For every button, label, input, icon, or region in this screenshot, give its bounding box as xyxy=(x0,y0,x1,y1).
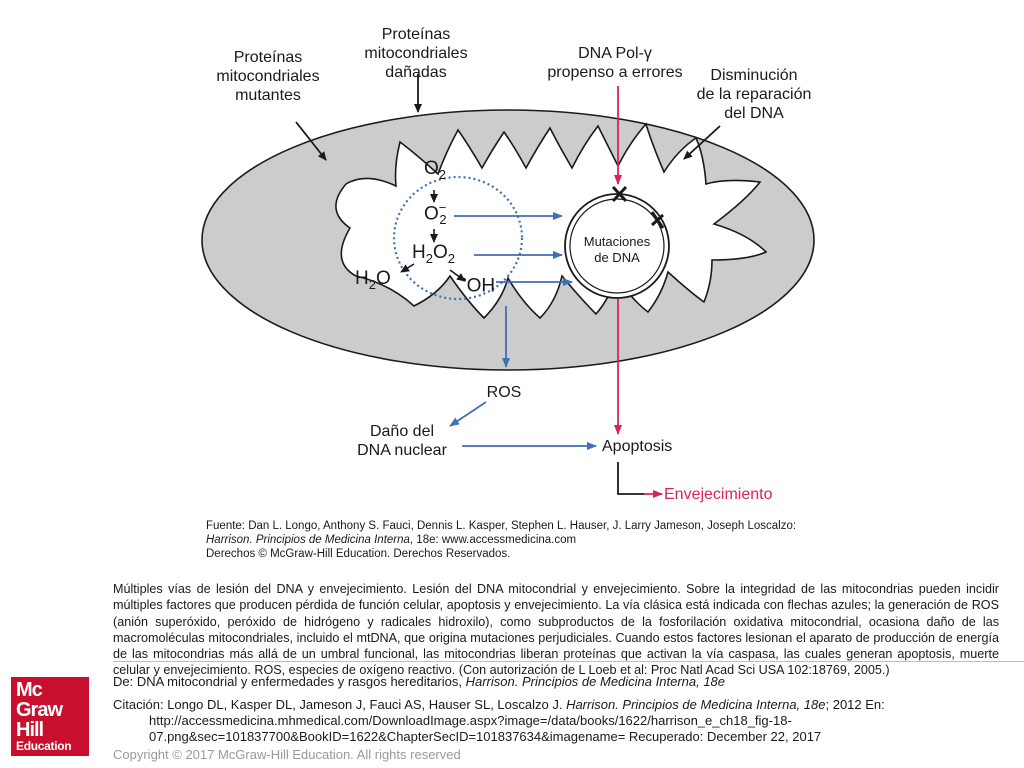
arrow-h2o2-water xyxy=(400,263,415,273)
mtdna-ring-outer xyxy=(564,193,670,299)
arrow-h2o2-hydroxyl xyxy=(449,269,466,282)
citation-url-cont: 07.png&sec=101837700&BookID=1622&Chapter… xyxy=(149,729,822,744)
chem-hydroxyl: •OH xyxy=(462,272,496,297)
inner-membrane-cristae xyxy=(335,122,768,320)
mutation-x-mark-1 xyxy=(611,185,628,203)
copyright-notice: Copyright © 2017 McGraw-Hill Education. … xyxy=(113,747,461,762)
label-damaged-proteins: Proteínas mitocondriales dañadas xyxy=(364,26,468,81)
mitochondria-figure: Proteínas mitocondriales mutantes Proteí… xyxy=(200,14,822,566)
mutation-x-mark-2 xyxy=(650,211,665,229)
citation: Citación: Longo DL, Kasper DL, Jameson J… xyxy=(113,697,993,745)
label-apoptosis: Apoptosis xyxy=(602,438,673,455)
aging-connector xyxy=(617,462,644,495)
label-ros: ROS xyxy=(486,384,522,401)
mtdna-ring-inner xyxy=(569,198,665,294)
citation-url[interactable]: http://accessmedicina.mhmedical.com/Down… xyxy=(149,713,792,728)
label-aging: Envejecimiento xyxy=(664,486,773,503)
reference-title: De: DNA mitocondrial y enfermedades y ra… xyxy=(113,674,726,689)
mitochondria-diagram xyxy=(201,74,815,498)
label-nuclear-damage: Daño del DNA nuclear xyxy=(357,423,447,459)
mcgraw-hill-logo: Mc Graw Hill Education xyxy=(11,677,89,756)
footer-divider xyxy=(113,661,1024,662)
chem-o2: O2 xyxy=(424,158,447,182)
ros-region xyxy=(392,175,524,301)
blue-arrow-ros-nuclear xyxy=(449,401,487,427)
arrow-mutant-proteins xyxy=(295,121,327,161)
label-mutant-proteins: Proteínas mitocondriales mutantes xyxy=(216,49,320,104)
label-dna-pol: DNA Pol-γ propenso a errores xyxy=(547,45,683,81)
chem-water: H2O xyxy=(355,268,391,292)
figure-source: Fuente: Dan L. Longo, Anthony S. Fauci, … xyxy=(206,520,797,560)
label-dna-mutations: Mutaciones de DNA xyxy=(583,234,651,265)
chem-superoxide: O−2 xyxy=(424,200,447,228)
chem-h2o2: H2O2 xyxy=(412,242,455,266)
label-repair-decrease: Disminución de la reparación del DNA xyxy=(696,67,812,122)
figure-caption: Múltiples vías de lesión del DNA y envej… xyxy=(113,582,999,678)
arrow-repair-decrease xyxy=(683,125,721,160)
